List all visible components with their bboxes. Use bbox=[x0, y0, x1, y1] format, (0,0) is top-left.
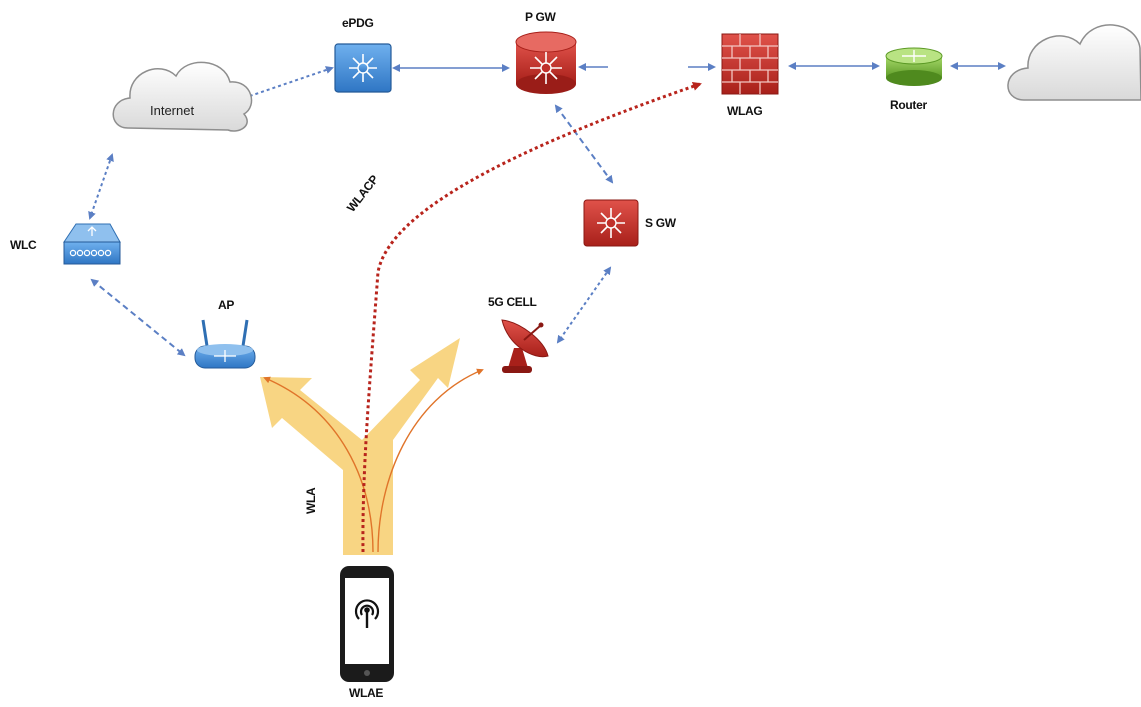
cell-dish-icon bbox=[501, 319, 549, 373]
ap-label: AP bbox=[218, 298, 235, 312]
router-icon bbox=[885, 47, 943, 86]
wlacp-tunnel bbox=[361, 82, 702, 553]
link-internet-wlc bbox=[88, 153, 114, 220]
wla-label: WLA bbox=[304, 487, 318, 514]
epdg-label: ePDG bbox=[342, 16, 374, 30]
internet-cloud-icon bbox=[112, 61, 253, 132]
epdg-switch-icon bbox=[334, 43, 392, 93]
link-sgw-cell bbox=[556, 266, 612, 344]
pgw-router-icon bbox=[515, 31, 577, 94]
wlag-label: WLAG bbox=[727, 104, 763, 118]
link-wlc-ap bbox=[90, 278, 186, 357]
wla-thin-arrows bbox=[263, 368, 484, 553]
wlc-controller-icon bbox=[63, 223, 121, 265]
network-links bbox=[88, 62, 1006, 357]
sgw-label: S GW bbox=[645, 216, 676, 230]
access-point-icon bbox=[194, 319, 256, 369]
internet-label: Internet bbox=[150, 103, 195, 118]
router-label: Router bbox=[890, 98, 927, 112]
wlag-firewall-icon bbox=[721, 33, 779, 95]
wla-split-arrow bbox=[260, 338, 460, 555]
wlc-label: WLC bbox=[10, 238, 37, 252]
smartphone-icon bbox=[340, 566, 394, 682]
pgw-label: P GW bbox=[525, 10, 556, 24]
external-cloud-icon bbox=[1007, 24, 1141, 101]
link-internet-epdg bbox=[242, 66, 334, 100]
sgw-switch-icon bbox=[583, 199, 639, 247]
link-pgw-sgw bbox=[554, 104, 614, 184]
cell-label: 5G CELL bbox=[488, 295, 537, 309]
wlae-label: WLAE bbox=[349, 686, 384, 700]
